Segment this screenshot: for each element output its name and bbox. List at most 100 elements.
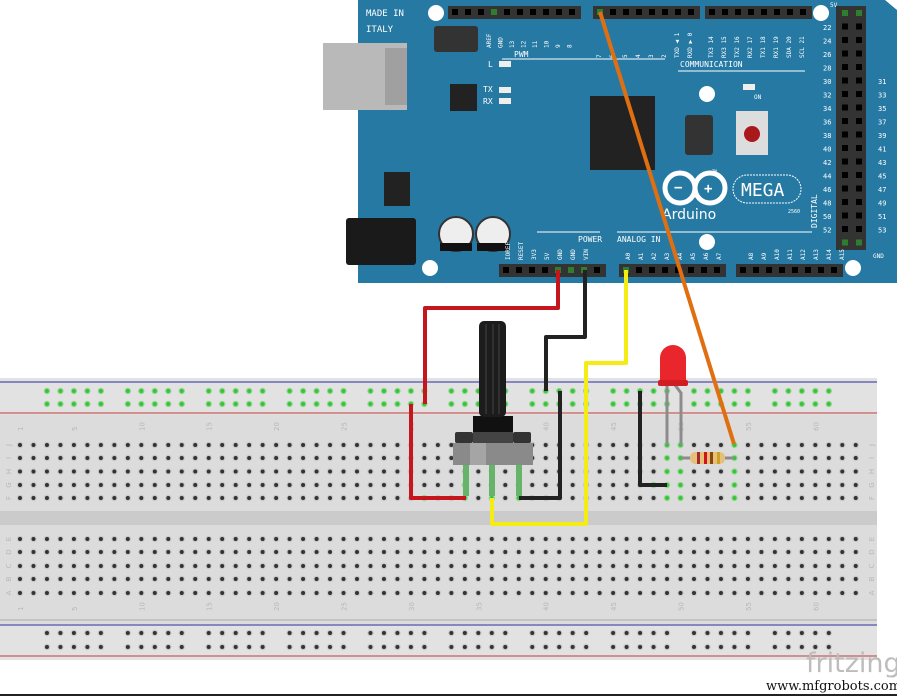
wire-a0-to-pot[interactable] <box>490 270 628 526</box>
breadboard-hole-center <box>772 537 777 541</box>
header-pin[interactable] <box>842 172 848 178</box>
header-pin[interactable] <box>856 10 862 16</box>
header-pin[interactable] <box>805 267 811 273</box>
red-led[interactable] <box>658 345 688 445</box>
pin-label: 9 <box>555 44 562 48</box>
header-pin[interactable] <box>856 212 862 219</box>
wire-5v-to-rail[interactable] <box>423 270 560 404</box>
header-pin[interactable] <box>792 267 798 273</box>
header-pin[interactable] <box>491 9 497 15</box>
header-pin[interactable] <box>856 239 862 246</box>
header-pin[interactable] <box>740 267 746 273</box>
wire-rail-to-pot-gnd[interactable] <box>519 391 562 500</box>
header-pin[interactable] <box>542 267 548 273</box>
header-pin[interactable] <box>529 267 535 273</box>
wire-rail-to-led[interactable] <box>638 391 667 487</box>
header-pin[interactable] <box>856 145 862 151</box>
header-pin[interactable] <box>856 199 862 205</box>
header-pin[interactable] <box>787 9 793 15</box>
header-pin[interactable] <box>842 158 848 165</box>
potentiometer[interactable] <box>453 321 533 496</box>
header-pin[interactable] <box>722 9 728 15</box>
header-pin[interactable] <box>856 64 862 70</box>
header-pin[interactable] <box>856 37 862 43</box>
header-pin[interactable] <box>842 10 848 16</box>
header-pin[interactable] <box>856 226 862 232</box>
header-pin[interactable] <box>568 267 574 273</box>
header-pin[interactable] <box>856 104 862 111</box>
header-pin[interactable] <box>748 9 754 15</box>
header-pin[interactable] <box>636 267 642 273</box>
header-pin[interactable] <box>842 23 848 30</box>
header-pin[interactable] <box>543 9 549 15</box>
header-pin[interactable] <box>636 9 642 15</box>
header-pin[interactable] <box>842 64 848 70</box>
header-pin[interactable] <box>842 185 848 192</box>
header-pin[interactable] <box>842 199 848 205</box>
header-pin[interactable] <box>761 9 767 15</box>
header-pin[interactable] <box>842 77 848 84</box>
header-pin[interactable] <box>753 267 759 273</box>
header-pin[interactable] <box>709 9 715 15</box>
header-pin[interactable] <box>856 50 862 57</box>
row-letter: F <box>868 496 876 500</box>
header-pin[interactable] <box>774 9 780 15</box>
header-pin[interactable] <box>662 267 668 273</box>
header-pin[interactable] <box>649 267 655 273</box>
reset-button-cap[interactable] <box>744 126 760 142</box>
header-pin[interactable] <box>842 226 848 232</box>
breadboard-hole-center <box>368 645 373 649</box>
header-pin[interactable] <box>842 91 848 97</box>
header-pin[interactable] <box>569 9 575 15</box>
header-pin[interactable] <box>530 9 536 15</box>
header-pin[interactable] <box>504 9 510 15</box>
pin-label: A15 <box>839 249 846 260</box>
header-pin[interactable] <box>842 212 848 219</box>
header-pin[interactable] <box>842 239 848 246</box>
header-pin[interactable] <box>610 9 616 15</box>
header-pin[interactable] <box>856 172 862 178</box>
header-pin[interactable] <box>649 9 655 15</box>
wire-pin7-to-resistor[interactable] <box>598 11 736 445</box>
header-pin[interactable] <box>800 9 806 15</box>
header-pin[interactable] <box>856 118 862 124</box>
header-pin[interactable] <box>842 131 848 138</box>
header-pin[interactable] <box>517 9 523 15</box>
header-pin[interactable] <box>856 131 862 138</box>
header-pin[interactable] <box>842 145 848 151</box>
header-pin[interactable] <box>623 9 629 15</box>
header-pin[interactable] <box>842 37 848 43</box>
header-pin[interactable] <box>818 267 824 273</box>
header-pin[interactable] <box>675 9 681 15</box>
header-pin[interactable] <box>688 267 694 273</box>
header-pin[interactable] <box>701 267 707 273</box>
header-pin[interactable] <box>516 267 522 273</box>
breadboard-hole-center <box>678 577 683 581</box>
header-pin[interactable] <box>856 158 862 165</box>
header-pin[interactable] <box>766 267 772 273</box>
header-pin[interactable] <box>452 9 458 15</box>
header-pin[interactable] <box>662 9 668 15</box>
header-pin[interactable] <box>842 50 848 57</box>
header-pin[interactable] <box>856 91 862 97</box>
wire-gnd-to-rail[interactable] <box>544 270 587 391</box>
header-pin[interactable] <box>831 267 837 273</box>
header-pin[interactable] <box>714 267 720 273</box>
header-pin[interactable] <box>779 267 785 273</box>
header-pin[interactable] <box>856 185 862 192</box>
header-pin[interactable] <box>478 9 484 15</box>
header-pin[interactable] <box>856 77 862 84</box>
header-pin[interactable] <box>842 118 848 124</box>
wire-rail-to-pot[interactable] <box>409 404 466 500</box>
header-pin[interactable] <box>503 267 509 273</box>
header-pin[interactable] <box>556 9 562 15</box>
header-pin[interactable] <box>688 9 694 15</box>
resistor[interactable] <box>681 452 734 464</box>
breadboard-hole-center <box>624 402 629 406</box>
header-pin[interactable] <box>856 23 862 30</box>
breadboard-hole-center <box>543 443 548 447</box>
header-pin[interactable] <box>735 9 741 15</box>
header-pin[interactable] <box>594 267 600 273</box>
header-pin[interactable] <box>465 9 471 15</box>
header-pin[interactable] <box>842 104 848 111</box>
